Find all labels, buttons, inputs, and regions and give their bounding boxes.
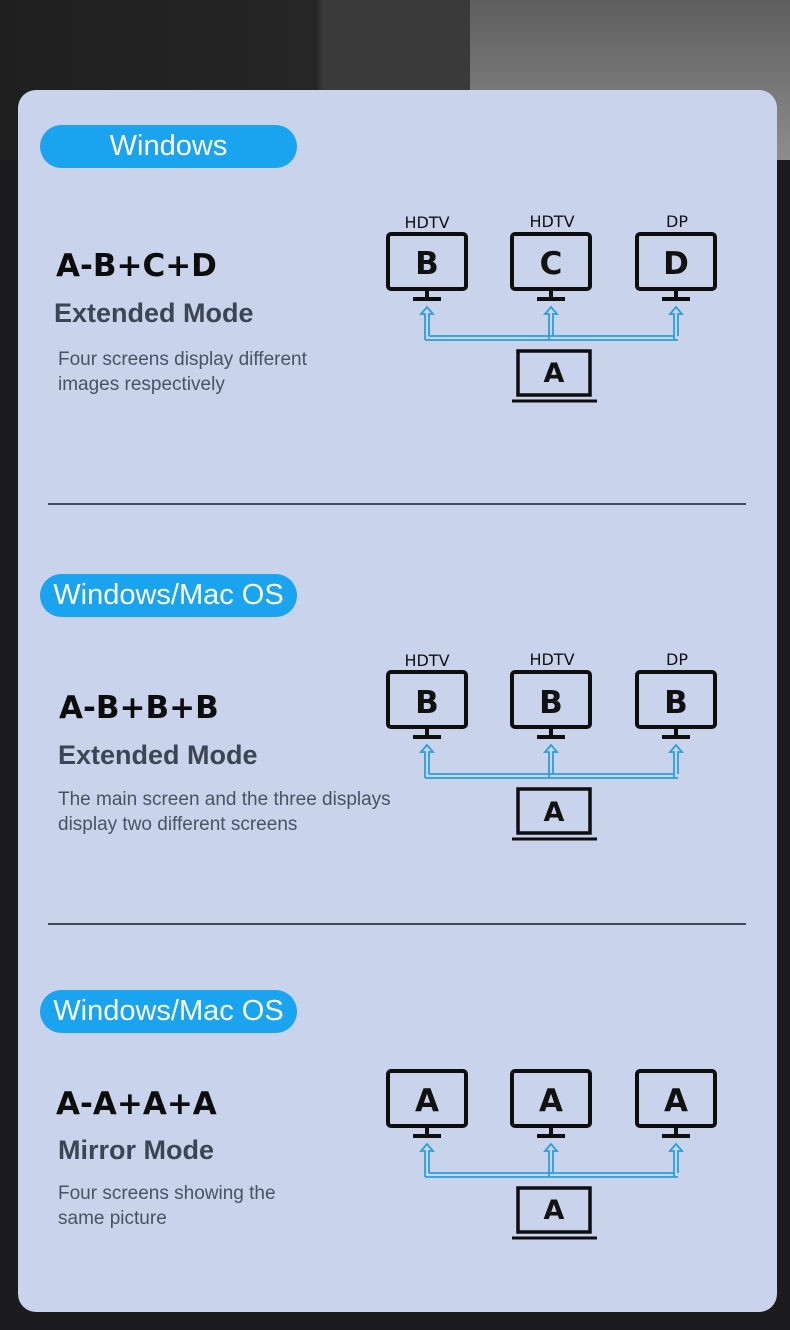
monitor-icon [635,232,717,301]
monitor-icon [510,232,592,301]
section-divider [48,923,746,925]
port-label: DP [666,650,688,669]
monitor-icon [510,1069,592,1138]
laptop-icon [512,349,597,403]
section-divider [48,503,746,505]
os-badge: Windows [40,125,297,168]
mode-formula: A-B+B+B [59,690,219,726]
info-card: Windows A-B+C+D Extended Mode Four scree… [18,90,777,1312]
mode-title: Mirror Mode [58,1135,215,1165]
laptop-icon [512,1186,597,1240]
monitor-label: A [664,1083,688,1119]
port-label: HDTV [529,212,575,231]
laptop-label: A [543,797,565,828]
monitor-label: A [415,1083,439,1119]
port-label: DP [666,212,688,231]
monitor-icon [635,670,717,739]
mode-title: Extended Mode [58,740,258,770]
mode-formula: A-B+C+D [56,248,217,284]
monitor-label: B [539,685,563,721]
laptop-icon [512,787,597,841]
monitor-label: C [539,246,563,282]
mode-description: Four screens showing the same picture [58,1183,276,1229]
arrow-up-icon [419,743,684,779]
arrow-up-icon [419,305,684,341]
monitor-label: A [539,1083,563,1119]
laptop-label: A [543,358,565,389]
monitor-label: B [415,685,439,721]
monitor-label: B [664,685,688,721]
mode-formula: A-A+A+A [56,1086,217,1122]
laptop-label: A [543,1195,565,1226]
arrow-up-icon [419,1142,684,1178]
port-label: HDTV [529,650,575,669]
display-diagram: A A A A [386,1045,722,1245]
monitor-label: B [415,246,439,282]
port-label: HDTV [404,651,450,670]
monitor-icon [510,670,592,739]
monitor-icon [386,232,468,301]
mode-description: Four screens display different images re… [58,349,307,395]
monitor-icon [386,670,468,739]
monitor-icon [386,1069,468,1138]
mode-title: Extended Mode [54,298,254,328]
port-label: HDTV [404,213,450,232]
display-diagram: HDTV HDTV DP B C D A [386,208,722,408]
mode-description: The main screen and the three displays d… [58,789,391,835]
os-badge: Windows/Mac OS [40,574,297,617]
os-badge: Windows/Mac OS [40,990,297,1033]
monitor-label: D [663,246,689,282]
monitor-icon [635,1069,717,1138]
display-diagram: HDTV HDTV DP B B B A [386,646,722,846]
